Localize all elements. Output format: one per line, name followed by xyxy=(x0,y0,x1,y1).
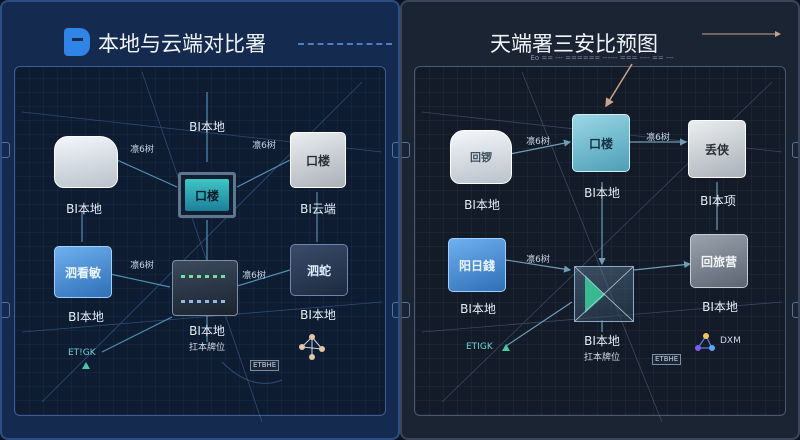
right-edges xyxy=(421,31,783,423)
edge xyxy=(109,273,171,288)
black-server-node[interactable] xyxy=(172,260,238,316)
glass-cube-node[interactable] xyxy=(574,266,634,322)
node-label: BI云端 xyxy=(300,202,336,216)
edge-label: 凛6树 xyxy=(646,133,670,143)
cloud-node[interactable] xyxy=(54,136,118,188)
edge xyxy=(236,159,291,188)
node-label: BI本地 xyxy=(464,198,500,212)
edge xyxy=(505,301,573,347)
dxm-label: DXM xyxy=(720,336,741,346)
left-edges xyxy=(21,71,383,423)
right-panel-title: 天端署三安比预图 xyxy=(490,32,658,56)
edge-label: 凛6树 xyxy=(130,261,154,271)
right-subtitle: Eo == --- ====== ------ === ---- == --- xyxy=(530,54,674,62)
title-divider xyxy=(298,43,392,45)
monitor-screen: 口楼 xyxy=(185,179,229,211)
edge xyxy=(605,63,633,108)
node-label: BI本项 xyxy=(700,194,736,208)
edge xyxy=(101,316,173,353)
blue-server-node[interactable]: 口楼 xyxy=(572,114,630,172)
edge-label: 凛6树 xyxy=(252,141,276,151)
side-port xyxy=(792,142,798,158)
edge-label: 凛6树 xyxy=(130,145,154,155)
side-port xyxy=(402,302,410,318)
edge xyxy=(116,159,178,188)
edge xyxy=(633,261,692,271)
node-label: BI本地 xyxy=(702,300,738,314)
legend-text: ETIGK xyxy=(466,342,493,352)
side-port xyxy=(2,142,10,158)
node-label: BI本地 xyxy=(584,334,620,348)
badge: ETBHE xyxy=(652,354,682,365)
network-graph-icon xyxy=(695,333,715,351)
dark-cube-node[interactable]: 回旅营 xyxy=(690,234,748,288)
left-diagram-area xyxy=(14,66,386,416)
blue-cube-node[interactable]: 泗看敏 xyxy=(54,246,112,298)
legend-text: ET!GK xyxy=(68,348,96,358)
navy-cube-node[interactable]: 泗蛇 xyxy=(290,244,348,296)
edge-label: 凛6树 xyxy=(526,255,550,265)
side-port xyxy=(2,302,10,318)
glass-cube-facets xyxy=(575,267,633,321)
side-port xyxy=(392,302,398,318)
node-label: BI本地 xyxy=(460,302,496,316)
triangle-icon xyxy=(502,344,510,351)
edge xyxy=(233,269,291,288)
left-panel-title: 本地与云端对比署 xyxy=(98,32,266,56)
node-sublabel: 扛本牌位 xyxy=(188,343,226,353)
left-panel: 本地与云端对比署 xyxy=(0,0,400,440)
edge xyxy=(509,139,572,155)
edge-label: 凛6树 xyxy=(526,137,550,147)
node-label: BI本地 xyxy=(68,310,104,324)
node-label: BI本地 xyxy=(300,308,336,322)
node-label: BI本地 xyxy=(189,324,225,338)
cloud-node[interactable]: 回锣 xyxy=(450,130,512,184)
network-graph-icon xyxy=(299,334,325,360)
node-label: BI本地 xyxy=(66,202,102,216)
grey-server-node[interactable]: 口楼 xyxy=(290,132,346,188)
side-port xyxy=(402,142,410,158)
grey-server-node[interactable]: 丢侠 xyxy=(688,120,746,178)
node-sublabel: 扛本牌位 xyxy=(583,353,621,363)
edge xyxy=(505,259,572,273)
bracket-b-icon xyxy=(64,28,90,56)
blue-cube-node[interactable]: 阳日錢 xyxy=(448,238,506,292)
monitor-node[interactable]: 口楼 xyxy=(178,172,236,218)
edge-label: 凛6树 xyxy=(242,271,266,281)
right-panel: 天端署三安比预图 Eo == --- ====== ------ === ---… xyxy=(400,0,800,440)
side-port xyxy=(392,142,398,158)
node-label: BI本地 xyxy=(584,186,620,200)
side-port xyxy=(792,302,798,318)
triangle-icon xyxy=(82,362,90,369)
badge: ETBHE xyxy=(250,360,280,371)
node-label: BI本地 xyxy=(189,120,225,134)
